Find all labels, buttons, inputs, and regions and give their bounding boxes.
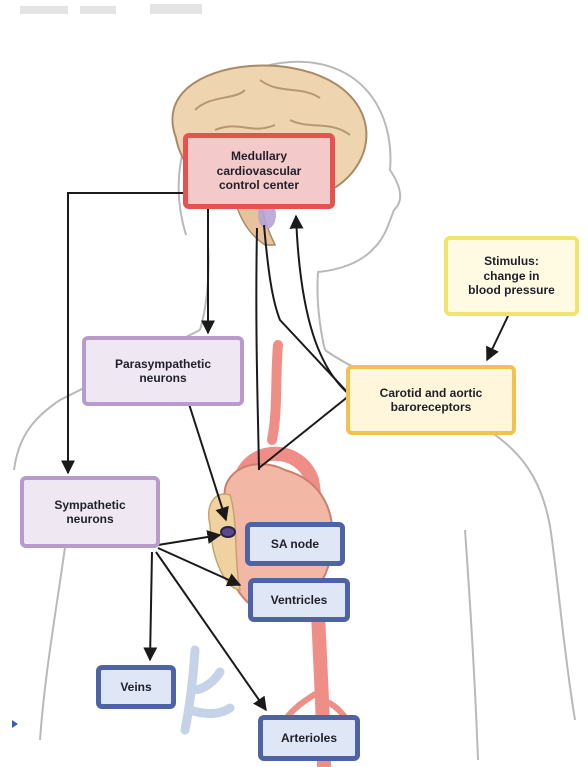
sympathetic-box: Sympathetic neurons <box>20 476 160 548</box>
sympathetic-label: Sympathetic neurons <box>54 498 125 527</box>
vein-vessels <box>185 650 230 730</box>
ventricles-box: Ventricles <box>248 578 350 622</box>
parasympathetic-box: Parasympathetic neurons <box>82 336 244 406</box>
stimulus-box: Stimulus: change in blood pressure <box>444 236 579 316</box>
parasympathetic-label: Parasympathetic neurons <box>115 357 211 386</box>
sa-node-box: SA node <box>245 522 345 566</box>
sa-node-marker <box>221 527 235 537</box>
cursor-icon <box>12 720 18 728</box>
sa-node-label: SA node <box>271 537 319 551</box>
control-center-box: Medullary cardiovascular control center <box>183 133 335 209</box>
faded-header-fragment <box>20 4 202 14</box>
baroreceptors-label: Carotid and aortic baroreceptors <box>380 386 483 415</box>
arterioles-box: Arterioles <box>258 715 360 761</box>
veins-label: Veins <box>120 680 151 694</box>
baroreceptors-box: Carotid and aortic baroreceptors <box>346 365 516 435</box>
veins-box: Veins <box>96 665 176 709</box>
control-center-label: Medullary cardiovascular control center <box>217 149 302 192</box>
stimulus-label: Stimulus: change in blood pressure <box>468 254 555 297</box>
arterioles-label: Arterioles <box>281 731 337 745</box>
ventricles-label: Ventricles <box>271 593 328 607</box>
